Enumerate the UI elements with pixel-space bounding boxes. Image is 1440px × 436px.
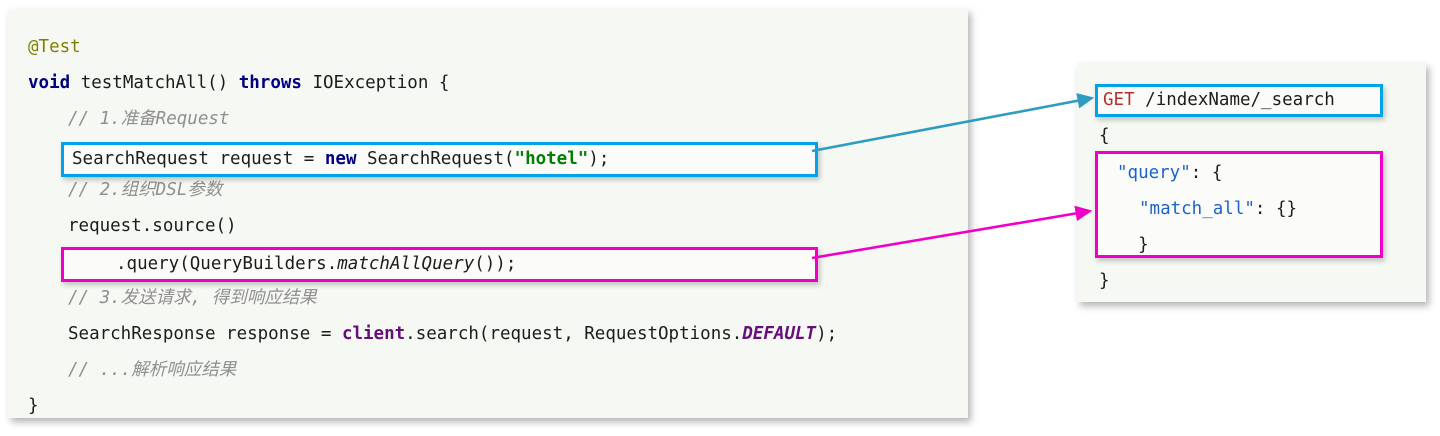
code-line-method-signature: void testMatchAll() throws IOException { <box>28 73 449 93</box>
constant-default: DEFAULT <box>742 324 816 344</box>
dsl-line-match-all: "match_all": {} <box>1139 199 1297 219</box>
comment-prepare-request: // 1.准备Request <box>68 109 229 129</box>
java-code-panel: @Test void testMatchAll() throws IOExcep… <box>8 9 968 418</box>
keyword-void: void <box>28 73 70 93</box>
code-line-search-response: SearchResponse response = client.search(… <box>68 324 837 344</box>
highlight-text-query-matchall: .query(QueryBuilders.matchAllQuery()); <box>116 254 516 274</box>
keyword-throws: throws <box>239 73 302 93</box>
comment-send-request: // 3.发送请求, 得到响应结果 <box>68 288 317 308</box>
code-line-closing-brace: } <box>28 396 39 416</box>
comment-parse-response: // ...解析响应结果 <box>68 360 236 380</box>
json-key-match-all: "match_all" <box>1139 199 1255 219</box>
dsl-line-close-query-brace: } <box>1117 235 1149 255</box>
json-value-empty-object: {} <box>1276 199 1297 219</box>
dsl-line-open-brace: { <box>1099 126 1110 146</box>
dsl-request-panel: GET /indexName/_search { "query": { "mat… <box>1077 63 1426 302</box>
comment-build-dsl: // 2.组织DSL参数 <box>68 180 222 200</box>
annotation-test: @Test <box>28 37 81 57</box>
string-hotel-hl: "hotel" <box>515 149 589 169</box>
http-path: /indexName/_search <box>1145 90 1335 110</box>
code-line-annotation: @Test <box>28 37 81 57</box>
dsl-line-get: GET /indexName/_search <box>1103 90 1335 110</box>
code-line-request-source: request.source() <box>68 216 237 236</box>
highlight-text-search-request: SearchRequest request = new SearchReques… <box>72 149 609 169</box>
json-key-query: "query" <box>1117 163 1191 183</box>
dsl-line-close-brace: } <box>1099 271 1110 291</box>
dsl-line-query-key: "query": { <box>1117 163 1222 183</box>
keyword-new-hl: new <box>325 149 357 169</box>
field-client: client <box>342 324 405 344</box>
http-method-get: GET <box>1103 90 1135 110</box>
method-match-all-query-hl: matchAllQuery <box>337 254 474 274</box>
